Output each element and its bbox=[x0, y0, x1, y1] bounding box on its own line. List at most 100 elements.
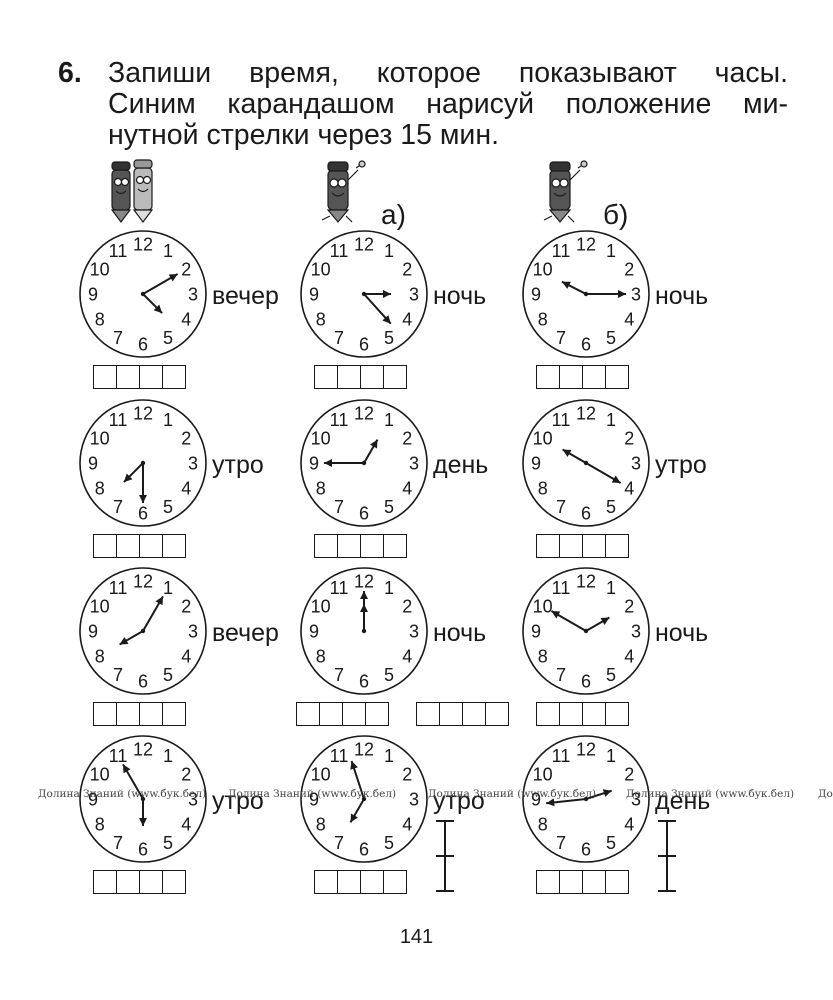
clock-numeral: 6 bbox=[138, 840, 148, 860]
answer-cell[interactable] bbox=[583, 703, 606, 725]
time-answer-boxes[interactable] bbox=[416, 702, 509, 726]
clock-numeral: 8 bbox=[316, 310, 326, 330]
answer-cell[interactable] bbox=[163, 871, 185, 893]
answer-cell[interactable] bbox=[338, 871, 361, 893]
answer-cell[interactable] bbox=[606, 366, 628, 388]
answer-cell[interactable] bbox=[537, 703, 560, 725]
time-answer-boxes[interactable] bbox=[314, 365, 407, 389]
time-answer-boxes[interactable] bbox=[296, 702, 389, 726]
clock-numeral: 1 bbox=[163, 410, 173, 430]
answer-cell[interactable] bbox=[583, 871, 606, 893]
clock-numeral: 2 bbox=[402, 765, 412, 785]
answer-cell[interactable] bbox=[163, 366, 185, 388]
time-answer-boxes[interactable] bbox=[536, 870, 629, 894]
clock-numeral: 3 bbox=[188, 622, 198, 642]
answer-cell[interactable] bbox=[94, 366, 117, 388]
clock-numeral: 10 bbox=[311, 429, 331, 449]
answer-cell[interactable] bbox=[315, 535, 338, 557]
clock-numeral: 6 bbox=[138, 672, 148, 692]
answer-cell[interactable] bbox=[583, 535, 606, 557]
answer-cell[interactable] bbox=[343, 703, 366, 725]
time-answer-boxes[interactable] bbox=[314, 870, 407, 894]
clock-numeral: 12 bbox=[576, 740, 596, 760]
clock-numeral: 9 bbox=[531, 622, 541, 642]
answer-cell[interactable] bbox=[117, 871, 140, 893]
task-line: Запиши время, которое показывают часы. bbox=[108, 57, 788, 89]
clock-numeral: 2 bbox=[181, 429, 191, 449]
answer-cell[interactable] bbox=[94, 535, 117, 557]
clock-numeral: 2 bbox=[181, 597, 191, 617]
answer-cell[interactable] bbox=[140, 871, 163, 893]
answer-cell[interactable] bbox=[117, 703, 140, 725]
clock-numeral: 10 bbox=[90, 260, 110, 280]
answer-cell[interactable] bbox=[361, 366, 384, 388]
answer-cell[interactable] bbox=[537, 535, 560, 557]
clock-numeral: 8 bbox=[95, 647, 105, 667]
clock-numeral: 5 bbox=[163, 833, 173, 853]
answer-cell[interactable] bbox=[366, 703, 388, 725]
time-answer-boxes[interactable] bbox=[93, 870, 186, 894]
time-answer-boxes[interactable] bbox=[93, 702, 186, 726]
answer-cell[interactable] bbox=[140, 535, 163, 557]
answer-cell[interactable] bbox=[117, 535, 140, 557]
answer-cell[interactable] bbox=[384, 535, 406, 557]
clock-numeral: 6 bbox=[359, 335, 369, 355]
answer-cell[interactable] bbox=[361, 871, 384, 893]
time-answer-boxes[interactable] bbox=[314, 534, 407, 558]
answer-cell[interactable] bbox=[440, 703, 463, 725]
answer-cell[interactable] bbox=[140, 366, 163, 388]
answer-cell[interactable] bbox=[297, 703, 320, 725]
time-answer-boxes[interactable] bbox=[93, 365, 186, 389]
answer-cell[interactable] bbox=[417, 703, 440, 725]
answer-cell[interactable] bbox=[560, 703, 583, 725]
answer-cell[interactable] bbox=[94, 871, 117, 893]
answer-cell[interactable] bbox=[338, 535, 361, 557]
pencil-mascot-icon bbox=[543, 160, 588, 223]
time-answer-boxes[interactable] bbox=[536, 534, 629, 558]
answer-cell[interactable] bbox=[163, 703, 185, 725]
answer-cell[interactable] bbox=[361, 535, 384, 557]
clock-numeral: 10 bbox=[90, 765, 110, 785]
answer-cell[interactable] bbox=[320, 703, 343, 725]
answer-cell[interactable] bbox=[338, 366, 361, 388]
answer-cell[interactable] bbox=[537, 871, 560, 893]
answer-cell[interactable] bbox=[606, 703, 628, 725]
answer-cell[interactable] bbox=[117, 366, 140, 388]
answer-cell[interactable] bbox=[560, 535, 583, 557]
minute-hand-arrowhead bbox=[123, 764, 131, 774]
answer-cell[interactable] bbox=[384, 871, 406, 893]
clock-numeral: 4 bbox=[181, 310, 191, 330]
daytime-label: вечер bbox=[212, 619, 279, 647]
answer-cell[interactable] bbox=[140, 703, 163, 725]
minute-hand-arrowhead bbox=[139, 495, 147, 503]
answer-cell[interactable] bbox=[384, 366, 406, 388]
answer-cell[interactable] bbox=[606, 535, 628, 557]
clock-numeral: 1 bbox=[163, 746, 173, 766]
time-answer-boxes[interactable] bbox=[536, 702, 629, 726]
answer-cell[interactable] bbox=[315, 871, 338, 893]
hour-hand-arrowhead bbox=[561, 281, 571, 289]
clock-numeral: 5 bbox=[606, 833, 616, 853]
clock-numeral: 4 bbox=[624, 479, 634, 499]
clock-numeral: 4 bbox=[402, 647, 412, 667]
hour-hand-arrowhead bbox=[370, 439, 378, 449]
minute-hand-arrowhead bbox=[155, 596, 163, 606]
answer-cell[interactable] bbox=[315, 366, 338, 388]
answer-cell[interactable] bbox=[583, 366, 606, 388]
answer-cell[interactable] bbox=[560, 871, 583, 893]
answer-cell[interactable] bbox=[463, 703, 486, 725]
time-answer-boxes[interactable] bbox=[93, 534, 186, 558]
minute-hand-arrowhead bbox=[611, 475, 621, 483]
answer-cell[interactable] bbox=[606, 871, 628, 893]
time-answer-boxes[interactable] bbox=[536, 365, 629, 389]
clock-numeral: 10 bbox=[90, 597, 110, 617]
answer-cell[interactable] bbox=[560, 366, 583, 388]
answer-cell[interactable] bbox=[537, 366, 560, 388]
answer-cell[interactable] bbox=[486, 703, 508, 725]
clock-numeral: 2 bbox=[402, 597, 412, 617]
clock-numeral: 3 bbox=[409, 285, 419, 305]
answer-cell[interactable] bbox=[94, 703, 117, 725]
clock-numeral: 6 bbox=[581, 335, 591, 355]
clock-numeral: 11 bbox=[552, 746, 571, 766]
answer-cell[interactable] bbox=[163, 535, 185, 557]
